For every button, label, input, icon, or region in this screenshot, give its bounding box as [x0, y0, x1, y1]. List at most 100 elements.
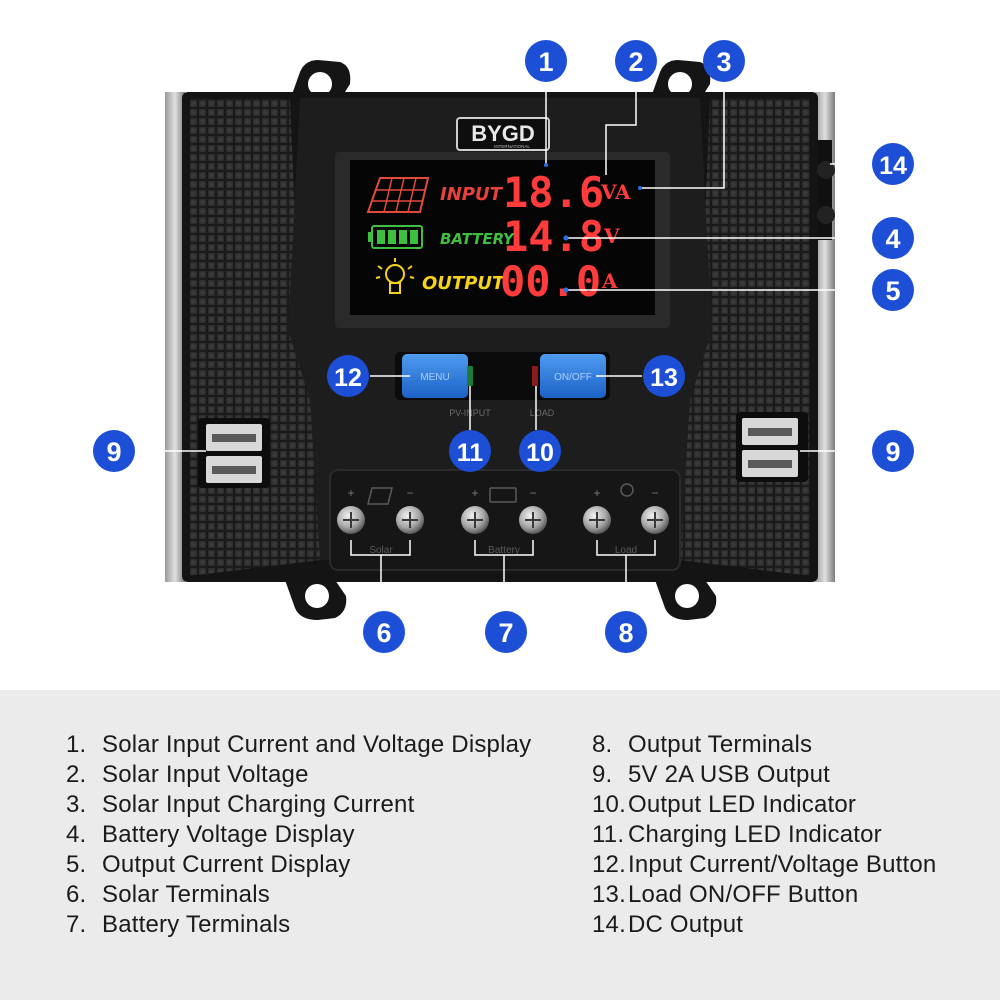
legend-text: Output Current Display: [102, 851, 351, 878]
legend-text: Output LED Indicator: [628, 791, 857, 818]
load-terminal-icon: [620, 483, 634, 497]
battery-minus-mark: −: [529, 486, 536, 500]
svg-text:9: 9: [885, 437, 900, 467]
legend-num: 2.: [66, 761, 87, 788]
callout-1: 1: [525, 40, 567, 82]
charge-controller-diagram: BYGD INTERNATIONAL INPUT 18.6 VA BATTERY…: [93, 40, 914, 653]
legend-item-5: 5. Output Current Display: [66, 850, 531, 880]
legend-item-6: 6. Solar Terminals: [66, 880, 531, 910]
dc-output-jacks[interactable]: [817, 140, 835, 240]
lcd-label-input: INPUT: [440, 184, 504, 205]
legend-text: Solar Input Current and Voltage Display: [102, 731, 532, 758]
callout-10: 10: [519, 430, 561, 472]
legend-item-13: 13.Load ON/OFF Button: [592, 880, 936, 910]
legend-item-4: 4.Battery Voltage Display: [66, 820, 531, 850]
callout-9-left: 9: [93, 430, 135, 472]
legend-text: Solar Input Charging Current: [102, 791, 415, 818]
lcd-value-output: 00.0: [500, 257, 601, 306]
legend-panel: 1. Solar Input Current and Voltage Displa…: [0, 690, 1000, 1000]
legend-num: 11.: [592, 821, 625, 848]
lcd-unit-battery: V: [603, 224, 620, 248]
legend-item-2: 2. Solar Input Voltage: [66, 760, 531, 790]
onoff-button-label: ON/OFF: [554, 372, 592, 383]
lcd-label-battery: BATTERY: [440, 230, 516, 248]
svg-text:11: 11: [457, 439, 484, 467]
usb-ports-right[interactable]: [736, 412, 808, 482]
menu-button[interactable]: MENU: [402, 354, 468, 398]
legend-text: Battery Terminals: [102, 911, 291, 938]
legend-num: 7.: [66, 911, 87, 938]
callout-6: 6: [363, 611, 405, 653]
legend-num: 10.: [592, 791, 626, 818]
callout-4: 4: [872, 217, 914, 259]
callout-9-right: 9: [872, 430, 914, 472]
legend-item-3: 3. Solar Input Charging Current: [66, 790, 531, 820]
svg-text:10: 10: [526, 439, 554, 467]
svg-text:8: 8: [618, 618, 633, 648]
charging-led: [467, 366, 473, 386]
solar-terminal-icon: [367, 487, 393, 505]
legend-item-7: 7. Battery Terminals: [66, 910, 531, 940]
legend-text: Load ON/OFF Button: [628, 881, 859, 908]
menu-button-label: MENU: [420, 372, 449, 383]
svg-text:7: 7: [498, 618, 513, 648]
terminal-screws[interactable]: [337, 506, 669, 534]
usb-ports-left[interactable]: [198, 418, 270, 488]
load-terminal-label: Load: [615, 545, 637, 556]
load-minus-mark: −: [651, 486, 658, 500]
solar-terminal-label: Solar: [369, 545, 393, 556]
onoff-button[interactable]: ON/OFF: [540, 354, 606, 398]
legend-column-left: 1. Solar Input Current and Voltage Displa…: [66, 730, 531, 940]
svg-text:9: 9: [106, 437, 121, 467]
legend-item-10: 10.Output LED Indicator: [592, 790, 936, 820]
legend-item-11: 11.Charging LED Indicator: [592, 820, 936, 850]
legend-item-1: 1. Solar Input Current and Voltage Displa…: [66, 730, 531, 760]
callout-12: 12: [327, 355, 369, 397]
left-side-rail: [165, 92, 185, 582]
legend-num: 8.: [592, 731, 613, 758]
lcd-unit-output: A: [601, 269, 618, 293]
callout-14: 14: [872, 143, 914, 185]
legend-text: Charging LED Indicator: [628, 821, 882, 848]
callout-2: 2: [615, 40, 657, 82]
legend-num: 1.: [66, 731, 87, 758]
brand-logo: BYGD INTERNATIONAL: [456, 117, 550, 151]
legend-num: 12.: [592, 851, 626, 878]
callout-3: 3: [703, 40, 745, 82]
svg-text:13: 13: [650, 364, 678, 392]
svg-text:4: 4: [885, 224, 900, 254]
legend-text: DC Output: [628, 911, 744, 938]
callout-5: 5: [872, 269, 914, 311]
svg-text:14: 14: [879, 152, 907, 180]
lcd-value-input: 18.6: [503, 168, 604, 217]
callout-8: 8: [605, 611, 647, 653]
legend-num: 14.: [592, 911, 626, 938]
lcd-value-battery: 14.8: [503, 212, 604, 261]
battery-icon: [368, 225, 423, 249]
legend-num: 3.: [66, 791, 87, 818]
legend-item-8: 8. Output Terminals: [592, 730, 936, 760]
legend-num: 6.: [66, 881, 87, 908]
lcd-unit-input: VA: [600, 180, 631, 204]
legend-text: Output Terminals: [628, 731, 813, 758]
legend-text: Solar Terminals: [102, 881, 270, 908]
legend-text: Solar Input Voltage: [102, 761, 309, 788]
callout-badges: 1 2 3 4 5 6 7 8 9 9 10 11 12 13 14: [93, 40, 914, 653]
brand-logo-sub: INTERNATIONAL: [494, 144, 530, 149]
output-led-label: LOAD: [530, 408, 555, 418]
battery-terminal-icon: [489, 487, 517, 503]
legend-num: 4.: [66, 821, 87, 848]
leader-lines: [136, 80, 874, 610]
terminal-block: [329, 469, 681, 571]
solar-minus-mark: −: [406, 486, 413, 500]
svg-text:2: 2: [628, 47, 643, 77]
svg-text:6: 6: [376, 618, 391, 648]
callout-11: 11: [449, 430, 491, 472]
legend-num: 9.: [592, 761, 613, 788]
solar-panel-icon: [366, 177, 430, 213]
callout-13: 13: [643, 355, 685, 397]
legend-num: 5.: [66, 851, 87, 878]
legend-num: 13.: [592, 881, 626, 908]
solar-plus-mark: +: [347, 486, 354, 500]
battery-terminal-label: Battery: [488, 545, 520, 556]
